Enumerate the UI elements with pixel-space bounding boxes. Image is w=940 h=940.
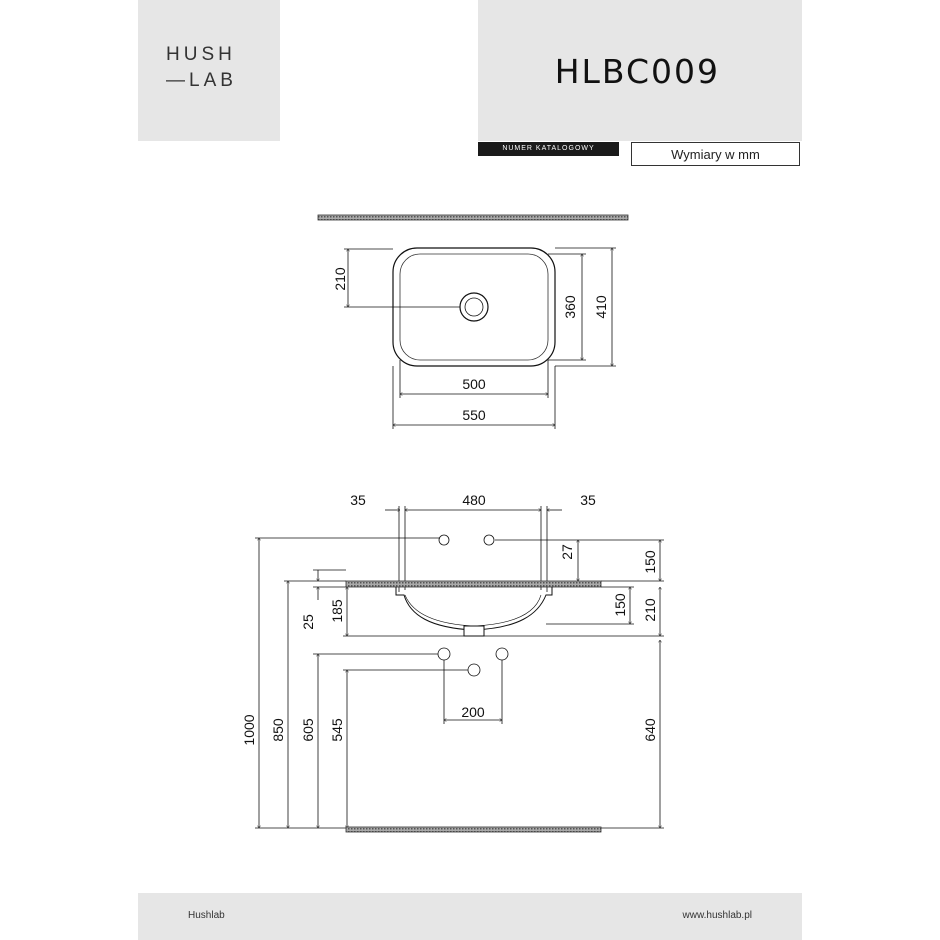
dim-185: 185 (329, 599, 345, 623)
pipe-left (437, 647, 451, 661)
tap-left (438, 534, 450, 546)
pipe-drain (467, 663, 481, 677)
product-code: HLBC009 (554, 52, 720, 91)
dim-850: 850 (270, 718, 286, 742)
dim-360: 360 (562, 295, 578, 319)
catalog-label: NUMER KATALOGOWY (478, 142, 619, 156)
countertop-side (345, 580, 602, 588)
dim-550: 550 (462, 407, 486, 423)
dim-210-top: 210 (332, 267, 348, 291)
dim-200: 200 (461, 704, 485, 720)
dim-640: 640 (642, 718, 658, 742)
brand-line-1: HUSH (166, 44, 236, 65)
drain-inner (464, 297, 484, 317)
units-note: Wymiary w mm (631, 142, 800, 166)
dim-410: 410 (593, 295, 609, 319)
footer: Hushlab www.hushlab.pl (138, 893, 802, 940)
dim-210-side: 210 (642, 598, 658, 622)
floor-line (345, 826, 602, 833)
dim-27: 27 (559, 544, 575, 560)
dim-1000: 1000 (241, 714, 257, 745)
dim-25: 25 (300, 614, 316, 630)
dim-35-right: 35 (580, 492, 596, 508)
logo-panel: HUSH —LAB (138, 0, 280, 141)
pipe-right (495, 647, 509, 661)
dim-150-top: 150 (642, 550, 658, 574)
dim-35-left: 35 (350, 492, 366, 508)
tap-right (483, 534, 495, 546)
footer-brand: Hushlab (188, 910, 225, 921)
dim-500: 500 (462, 376, 486, 392)
dim-545: 545 (329, 718, 345, 742)
footer-website[interactable]: www.hushlab.pl (682, 910, 752, 921)
brand-line-2: —LAB (166, 70, 237, 91)
countertop-top-view (317, 214, 629, 221)
dim-605: 605 (300, 718, 316, 742)
basin-side-profile (395, 587, 553, 631)
title-panel: HLBC009 (478, 0, 802, 141)
dim-150-under: 150 (612, 593, 628, 617)
drain-stub (463, 625, 485, 637)
dim-480: 480 (462, 492, 486, 508)
